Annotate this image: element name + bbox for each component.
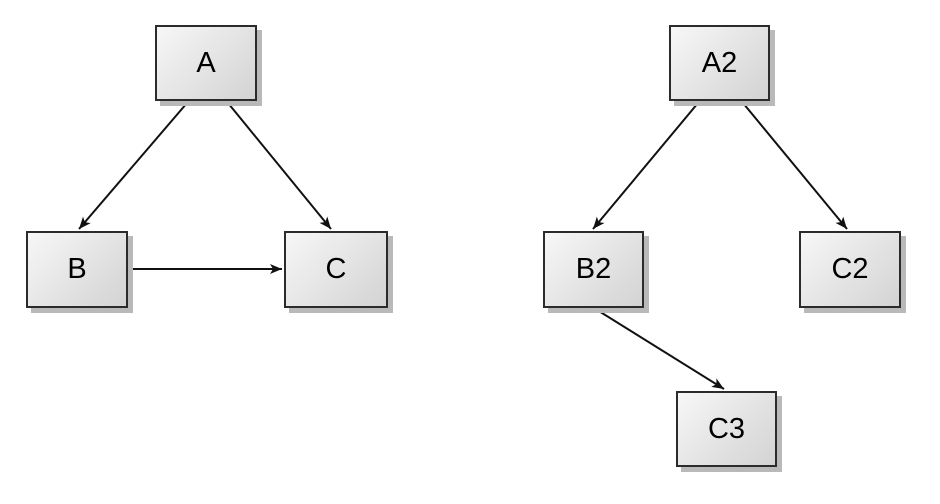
node-label: C [325,253,347,285]
node-label: A2 [701,46,738,79]
node-label: C2 [831,253,869,285]
edge-A2-B2 [592,102,699,230]
node-C3[interactable]: C3 [676,391,777,467]
edge-B2-C3 [593,307,725,390]
node-label: C3 [707,412,746,445]
node-A2[interactable]: A2 [669,25,770,101]
node-label: A [196,46,216,79]
edge-A2-C2 [742,102,848,230]
node-C[interactable]: C [284,231,388,308]
node-B[interactable]: B [26,231,128,308]
node-A[interactable]: A [155,25,257,101]
node-B2[interactable]: B2 [543,231,644,308]
node-label: B [67,253,87,285]
node-label: B2 [575,253,612,285]
edge-A-C [227,102,332,230]
edge-A-B [78,102,188,230]
node-C2[interactable]: C2 [799,231,901,308]
